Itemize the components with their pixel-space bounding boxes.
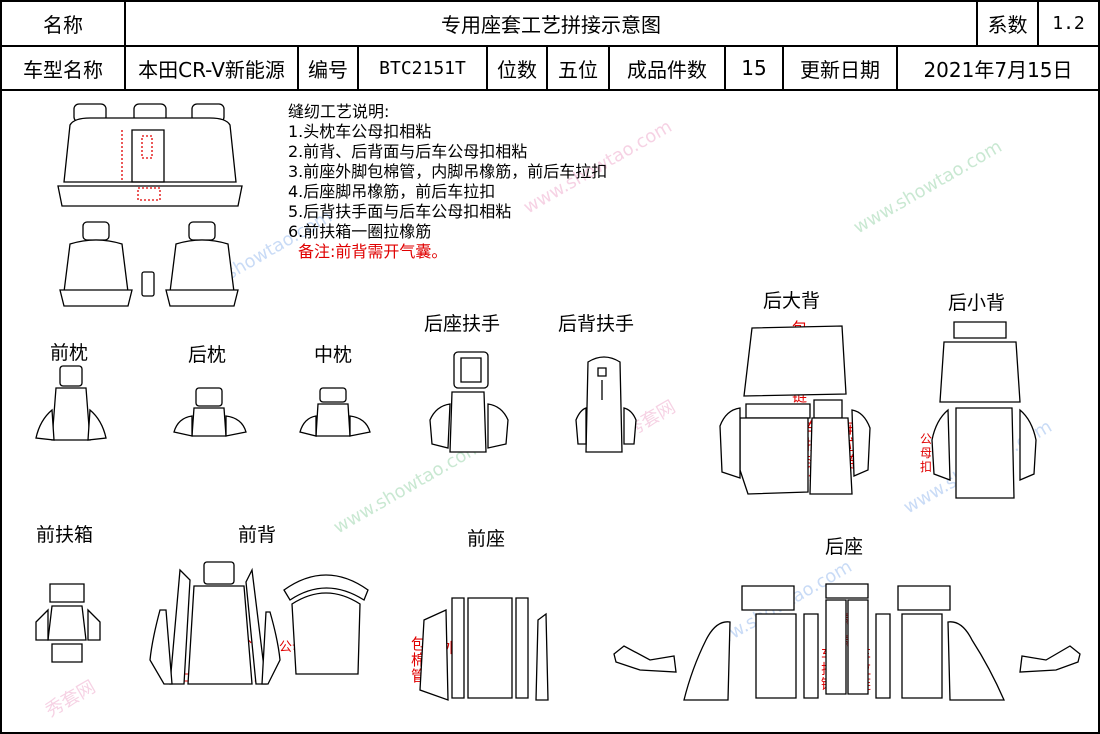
rear-large-back-pattern <box>720 326 870 494</box>
code-value: BTC2151T <box>379 57 466 79</box>
front-seat-pattern <box>420 598 548 700</box>
label-rear-seat: 后座 <box>825 536 864 558</box>
note-item: 5.后背扶手面与后车公母扣相粘 <box>288 202 512 221</box>
label-rear-large-back: 后大背 <box>763 290 821 312</box>
table-border <box>0 45 1100 47</box>
name-label: 名称 <box>43 13 83 37</box>
rear-back-armrest-pattern <box>576 357 636 452</box>
console-icon <box>142 272 154 296</box>
rear-seat-armrest-pattern <box>430 352 508 452</box>
table-border <box>608 45 610 90</box>
date-value: 2021年7月15日 <box>923 57 1073 82</box>
table-border <box>782 45 784 90</box>
note-item: 3.前座外脚包棉管，内脚吊橡筋，前后车拉扣 <box>288 162 608 181</box>
date-label: 更新日期 <box>800 57 880 82</box>
front-seat-right-icon <box>166 222 238 306</box>
label-front-headrest: 前枕 <box>50 342 89 364</box>
table-border <box>1098 0 1100 734</box>
rear-bench-seat-icon <box>58 104 242 206</box>
page-title: 专用座套工艺拼接示意图 <box>441 13 661 37</box>
label-rear-small-back: 后小背 <box>948 292 1006 314</box>
label-front-seat: 前座 <box>467 528 506 550</box>
note-item: 2.前背、后背面与后车公母扣相粘 <box>288 142 528 161</box>
seats-value: 五位 <box>558 57 598 82</box>
table-border <box>0 0 1100 2</box>
table-border <box>896 45 898 90</box>
note-item: 4.后座脚吊橡筋，前后车拉扣 <box>288 182 496 201</box>
table-border <box>1037 0 1039 45</box>
rear-headrest-pattern <box>174 388 246 436</box>
label-rear-back-armrest: 后背扶手 <box>558 313 635 335</box>
table-border <box>357 45 359 90</box>
notes-title: 缝纫工艺说明: <box>288 102 390 121</box>
code-label: 编号 <box>308 57 348 82</box>
note-item: 1.头枕车公母扣相粘 <box>288 122 432 141</box>
pieces-value: 15 <box>741 56 767 80</box>
front-headrest-pattern <box>36 366 106 440</box>
rear-small-back-pattern <box>932 322 1036 498</box>
table-border <box>546 45 548 90</box>
table-border <box>724 45 726 90</box>
model-label: 车型名称 <box>23 57 103 82</box>
table-border <box>486 45 488 90</box>
label-middle-headrest: 中枕 <box>314 344 353 366</box>
front-armbox-pattern <box>36 584 100 662</box>
label-rear-seat-armrest: 后座扶手 <box>424 313 501 335</box>
seats-label: 位数 <box>497 57 537 82</box>
table-border <box>976 0 978 45</box>
rear-seat-pattern <box>614 584 1080 700</box>
table-border <box>0 89 1100 91</box>
front-seat-left-icon <box>60 222 132 306</box>
note-item: 6.前扶箱一圈拉橡筋 <box>288 222 432 241</box>
table-border <box>0 732 1100 734</box>
middle-headrest-pattern <box>300 388 370 436</box>
table-border <box>124 0 126 90</box>
sewing-notes: 缝纫工艺说明: 1.头枕车公母扣相粘 2.前背、后背面与后车公母扣相粘 3.前座… <box>288 102 607 262</box>
label-front-back: 前背 <box>238 524 277 546</box>
coef-value: 1.2 <box>1052 13 1085 34</box>
model-value: 本田CR-V新能源 <box>138 57 285 82</box>
coef-label: 系数 <box>987 13 1028 37</box>
pieces-label: 成品件数 <box>627 57 707 82</box>
label-rear-headrest: 后枕 <box>188 344 227 366</box>
label-front-armbox: 前扶箱 <box>36 524 94 546</box>
front-back-pattern <box>150 562 368 684</box>
annotation-snap-vertical: 公母扣 <box>920 432 933 474</box>
table-border <box>0 0 2 734</box>
notes-remark: 备注:前背需开气囊。 <box>298 242 448 261</box>
table-border <box>297 45 299 90</box>
